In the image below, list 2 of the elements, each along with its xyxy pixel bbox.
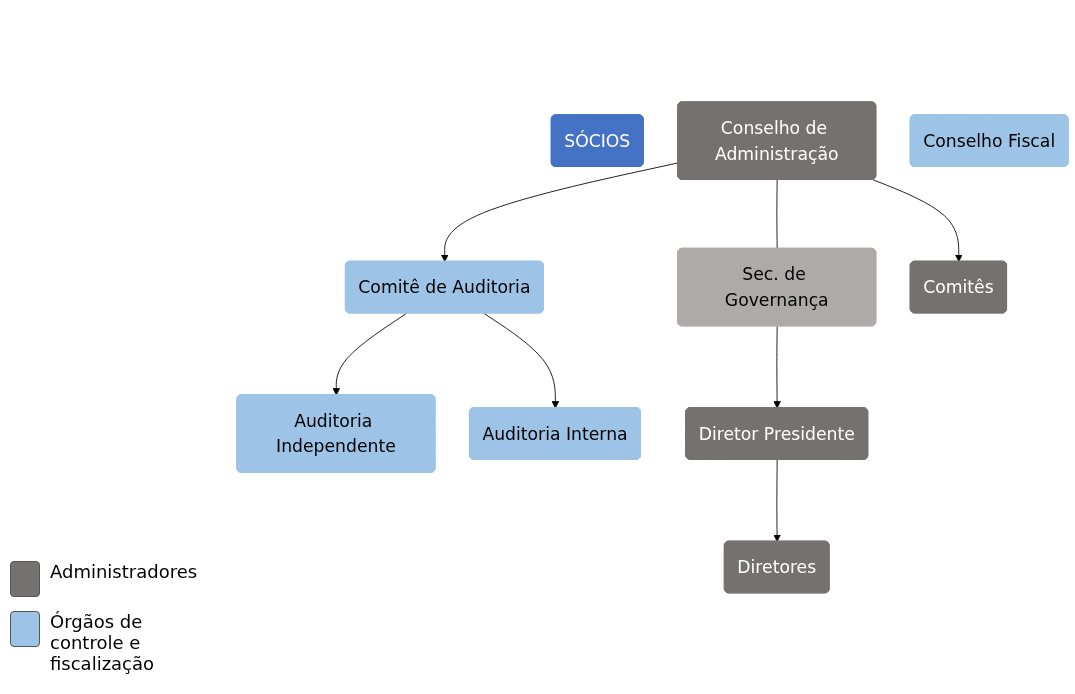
legend-label: Administradores (50, 561, 198, 582)
legend-label: Órgãos de controle e fiscalização (50, 611, 156, 674)
